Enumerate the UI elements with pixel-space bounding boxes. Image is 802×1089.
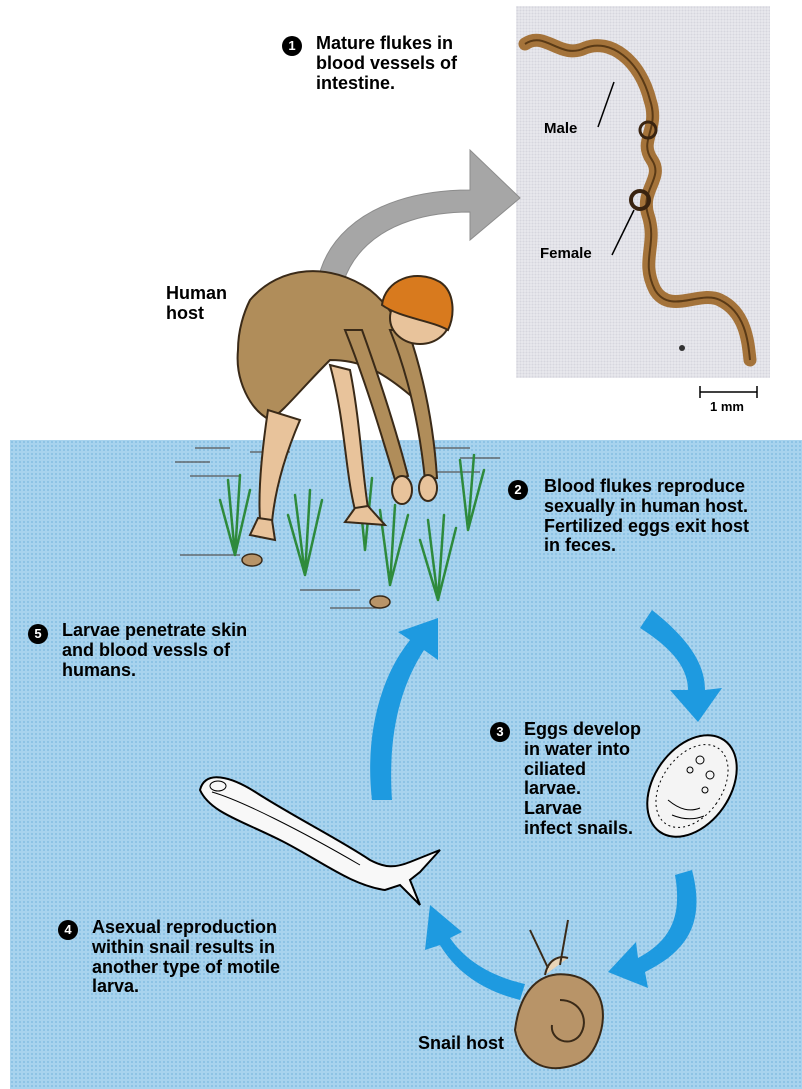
scale-label: 1 mm: [710, 400, 744, 414]
female-label: Female: [540, 246, 592, 263]
small-snails: [242, 554, 390, 608]
step-4-description: Asexual reproduction within snail result…: [92, 918, 280, 997]
step-2-number-icon: 2: [508, 480, 528, 500]
step-1-description: Mature flukes in blood vessels of intest…: [316, 34, 457, 93]
water-ripples: [175, 448, 500, 608]
human-host-label: Human host: [166, 284, 227, 324]
step-2-description: Blood flukes reproduce sexually in human…: [544, 477, 749, 556]
motile-larva: [200, 777, 440, 905]
scale-bar: [700, 386, 757, 398]
arrow-5-to-human: [370, 618, 438, 800]
human-host-figure: [238, 271, 453, 540]
blood-flukes-image: [525, 40, 750, 360]
arrow-3-to-4: [608, 870, 697, 988]
step-3-description: Eggs develop in water into ciliated larv…: [524, 720, 641, 839]
ciliated-larva-egg: [629, 718, 755, 853]
arrow-2-to-3: [640, 610, 722, 722]
step-5-number-icon: 5: [28, 624, 48, 644]
arrow-4-to-5: [425, 905, 525, 1000]
step-3-number-icon: 3: [490, 722, 510, 742]
snail-host-label: Snail host: [418, 1034, 504, 1054]
male-label: Male: [544, 121, 577, 138]
step-4-number-icon: 4: [58, 920, 78, 940]
snail-host: [515, 920, 603, 1068]
step-1-number-icon: 1: [282, 36, 302, 56]
step-5-description: Larvae penetrate skin and blood vessls o…: [62, 621, 247, 680]
